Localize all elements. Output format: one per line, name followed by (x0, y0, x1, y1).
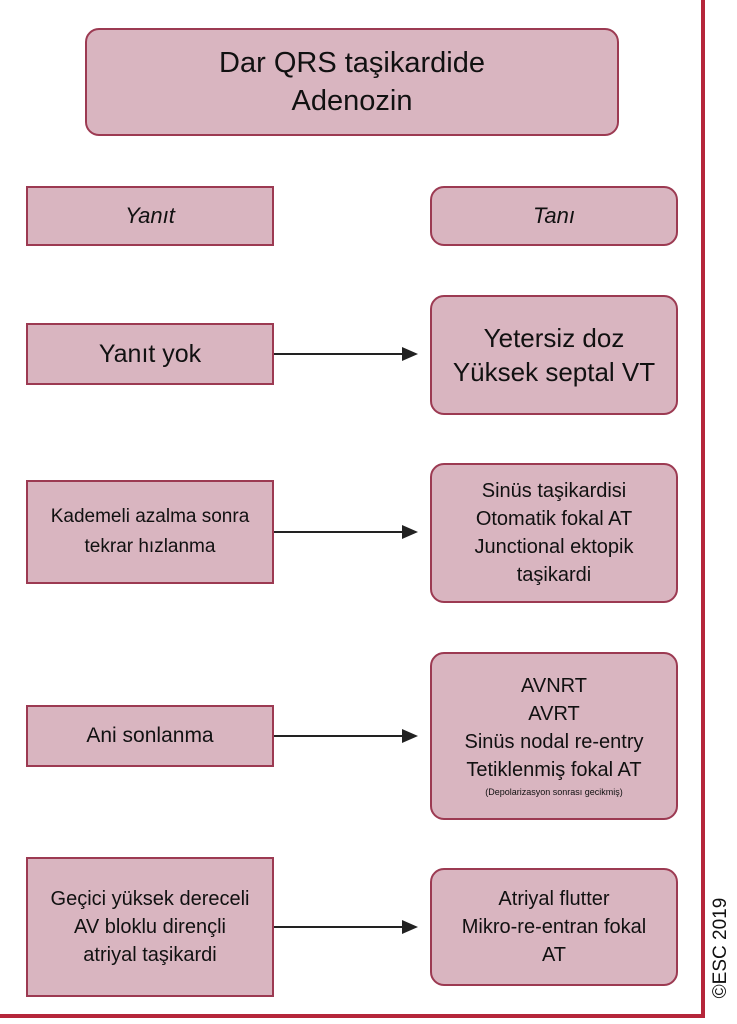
diagnosis-box-4: Atriyal flutter Mikro-re-entran fokal AT (430, 868, 678, 986)
diagnosis-3-line-4: Tetiklenmiş fokal AT (466, 759, 642, 781)
title-box: Dar QRS taşikardide Adenozin (85, 28, 619, 136)
response-1-line-1: Yanıt yok (98, 339, 202, 368)
diagnosis-box-1: Yetersiz doz Yüksek septal VT (430, 295, 678, 415)
response-box-4: Geçici yüksek dereceli AV bloklu dirençl… (26, 857, 274, 997)
response-4-line-1: Geçici yüksek dereceli (50, 888, 250, 910)
response-box-2: Kademeli azalma sonra tekrar hızlanma (26, 480, 274, 584)
response-header-box: Yanıt (26, 186, 274, 246)
copyright-notice: ©ESC 2019 (707, 878, 735, 1018)
response-2-line-1: Kademeli azalma sonra (50, 506, 250, 527)
diagnosis-3-line-1: AVNRT (521, 675, 587, 697)
diagnosis-1-line-1: Yetersiz doz (483, 323, 625, 353)
diagnosis-3-note: (Depolarizasyon sonrası gecikmiş) (485, 787, 623, 797)
title-line-1: Dar QRS taşikardide (219, 47, 485, 79)
diagnosis-header: Tanı (532, 203, 575, 228)
response-4-line-3: atriyal taşikardi (83, 944, 217, 966)
response-4-line-2: AV bloklu dirençli (74, 916, 226, 938)
response-3-line-1: Ani sonlanma (86, 724, 214, 747)
diagnosis-box-3: AVNRT AVRT Sinüs nodal re-entry Tetiklen… (430, 652, 678, 820)
diagnosis-3-line-2: AVRT (528, 703, 580, 725)
diagnosis-4-line-3: AT (541, 944, 567, 966)
response-box-3: Ani sonlanma (26, 705, 274, 767)
diagnosis-1-line-2: Yüksek septal VT (452, 357, 656, 387)
response-2-line-2: tekrar hızlanma (84, 536, 216, 557)
diagnosis-2-line-2: Otomatik fokal AT (475, 508, 633, 530)
diagnosis-2-line-1: Sinüs taşikardisi (481, 480, 627, 502)
diagnosis-4-line-1: Atriyal flutter (498, 888, 610, 910)
title-line-2: Adenozin (291, 85, 413, 117)
diagnosis-box-2: Sinüs taşikardisi Otomatik fokal AT Junc… (430, 463, 678, 603)
page-frame (0, 0, 705, 1018)
response-box-1: Yanıt yok (26, 323, 274, 385)
response-header: Yanıt (125, 203, 175, 228)
diagnosis-2-line-4: taşikardi (516, 564, 592, 586)
diagnosis-header-box: Tanı (430, 186, 678, 246)
diagnosis-4-line-2: Mikro-re-entran fokal (461, 916, 647, 938)
diagnosis-3-line-3: Sinüs nodal re-entry (464, 731, 644, 753)
copyright-text: ©ESC 2019 (710, 897, 731, 999)
diagnosis-2-line-3: Junctional ektopik (474, 536, 634, 558)
